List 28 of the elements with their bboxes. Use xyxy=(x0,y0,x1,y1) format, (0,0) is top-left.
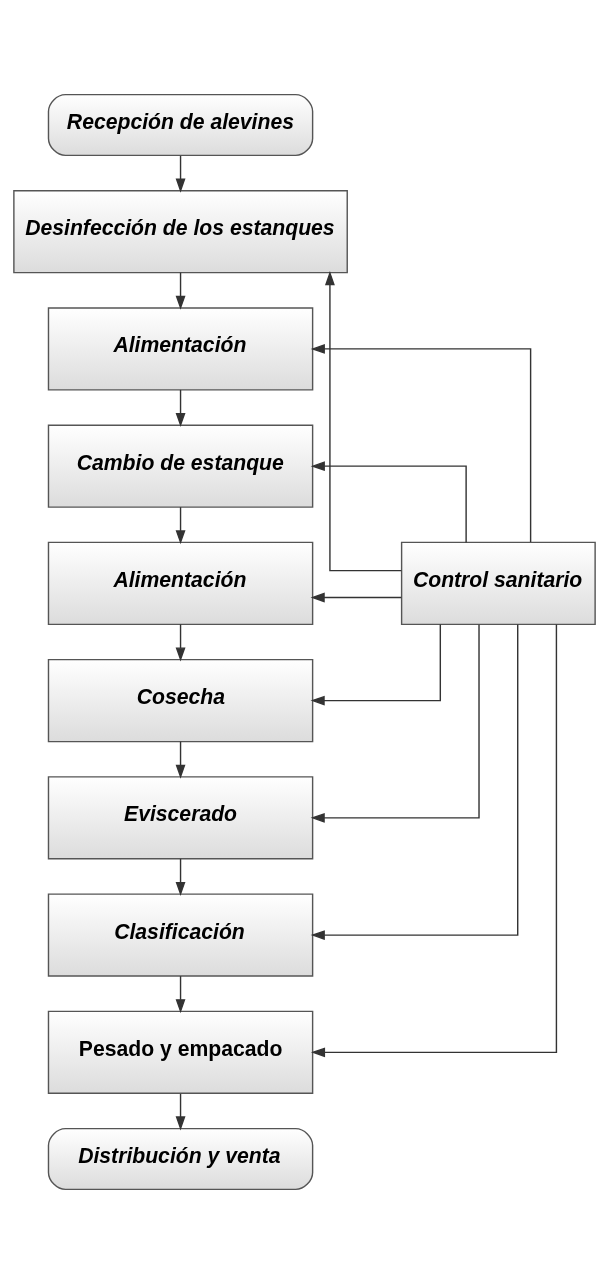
node-box: Cosecha xyxy=(47,658,314,743)
arrow xyxy=(175,858,186,897)
node-box: Control sanitario xyxy=(400,541,596,626)
node-box: Alimentación xyxy=(47,307,314,391)
arrow xyxy=(175,506,186,545)
arrow xyxy=(310,624,480,823)
arrow xyxy=(310,461,467,544)
node-box: Desinfección de los estanques xyxy=(13,190,348,274)
node-box: Alimentación xyxy=(47,541,314,626)
node-box: Distribución y venta xyxy=(47,1127,314,1191)
arrow xyxy=(175,740,186,779)
arrow xyxy=(324,271,403,572)
arrow xyxy=(175,975,186,1014)
arrow xyxy=(175,155,186,193)
arrow xyxy=(175,271,186,310)
arrow xyxy=(310,343,532,543)
arrow xyxy=(310,592,402,603)
node-box: Recepción de alevines xyxy=(47,93,314,157)
node-box: Clasificación xyxy=(47,893,314,977)
node-box: Pesado y empacado xyxy=(47,1010,314,1094)
arrow xyxy=(175,623,186,662)
node-box: Cambio de estanque xyxy=(47,424,314,508)
arrow xyxy=(310,623,441,706)
arrow xyxy=(175,1093,186,1131)
arrow xyxy=(175,389,186,428)
node-box: Eviscerado xyxy=(47,776,314,860)
arrow xyxy=(310,623,558,1058)
arrow xyxy=(310,623,519,941)
